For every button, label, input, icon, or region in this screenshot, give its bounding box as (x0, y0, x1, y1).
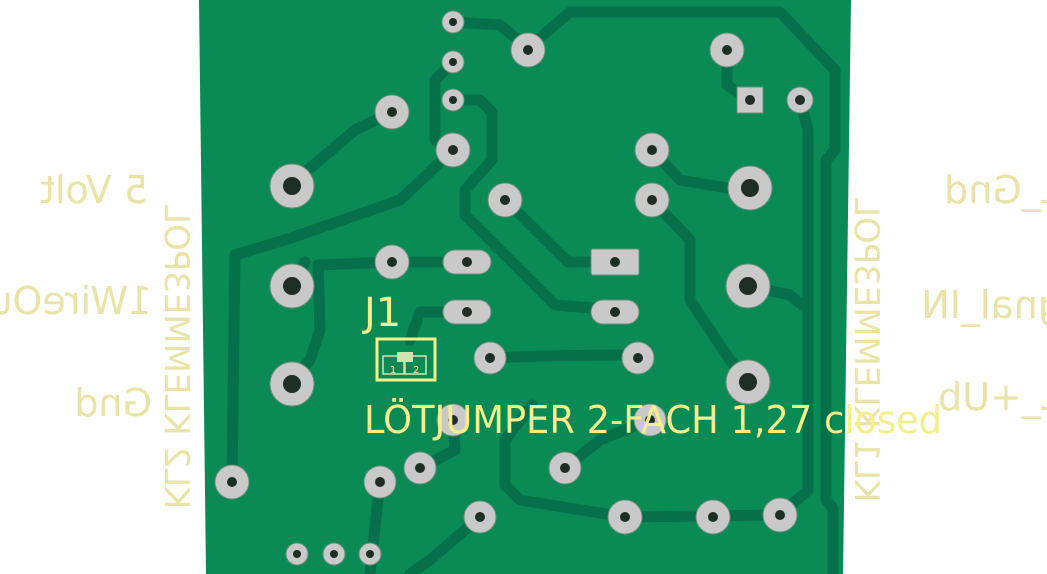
j1-pin2-label: 2 (413, 365, 419, 376)
pcb-board (199, 0, 851, 574)
label-5-volt: 5 Volt (40, 168, 148, 212)
label-gnd-left: Gnd (74, 381, 152, 425)
j1-reference: J1 (361, 290, 401, 336)
label-gnd-right: L_Gnd (944, 168, 1047, 212)
j1-solder-jumper: J1 1 2 LÖTJUMPER 2-FACH 1,27 closed (361, 290, 942, 442)
label-signal-in: gnal_IN (921, 283, 1047, 327)
j1-description: LÖTJUMPER 2-FACH 1,27 closed (364, 398, 942, 442)
drill-holes (227, 18, 805, 558)
j1-outline (375, 337, 437, 382)
j1-pin1-label: 1 (390, 365, 396, 376)
label-kl1-vertical: KL1 KLEMME3POL (846, 198, 886, 502)
right-terminal-labels: L_Gnd gnal_IN L_+Ub (921, 168, 1047, 419)
j1-bridge (397, 352, 413, 362)
label-1wireout: 1WireOut (0, 279, 152, 323)
label-ub: L_+Ub (938, 375, 1047, 419)
label-kl2-vertical: KL2 KLEMME3POL (156, 205, 196, 509)
left-terminal-labels: 5 Volt 1WireOut Gnd (0, 168, 152, 425)
